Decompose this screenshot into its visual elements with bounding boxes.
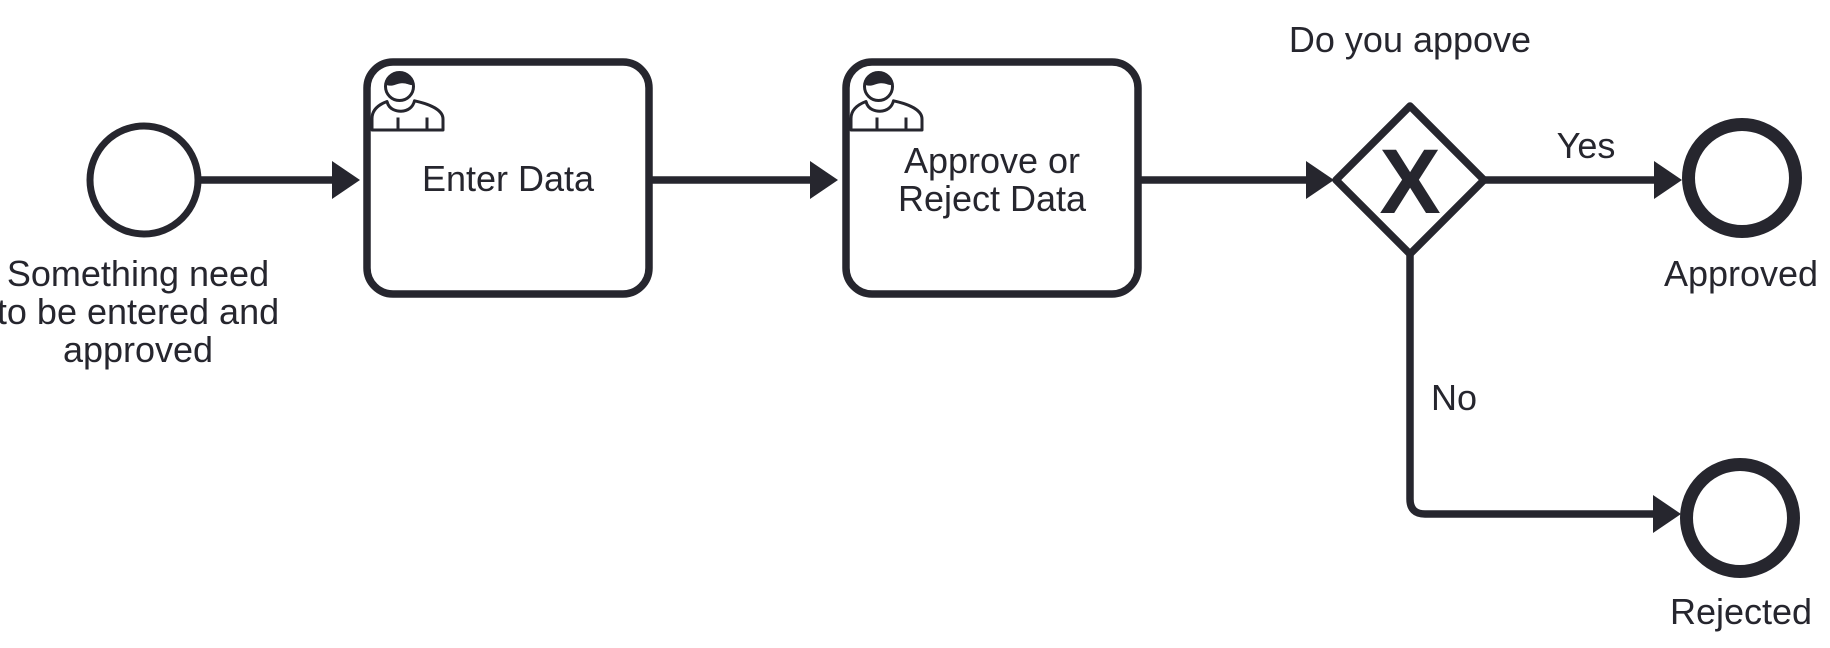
flow-label-no: No bbox=[1431, 377, 1477, 418]
flow-label-yes: Yes bbox=[1557, 125, 1616, 166]
task-enter-data[interactable]: Enter Data bbox=[363, 58, 653, 298]
task-approve-reject[interactable]: Approve or Reject Data bbox=[842, 58, 1142, 298]
end-event-approved-label: Approved bbox=[1664, 253, 1818, 294]
sequence-flow-no[interactable] bbox=[1406, 252, 1681, 533]
sequence-flow-yes[interactable] bbox=[1484, 161, 1682, 199]
start-event-label: Something need to be entered and approve… bbox=[0, 253, 279, 370]
sequence-flow-approve-to-gateway[interactable] bbox=[1140, 161, 1334, 199]
arrowhead-icon bbox=[332, 161, 360, 199]
svg-text:approved: approved bbox=[63, 329, 213, 370]
svg-text:Approve or: Approve or bbox=[904, 140, 1080, 181]
svg-text:Reject Data: Reject Data bbox=[898, 178, 1087, 219]
arrowhead-icon bbox=[1306, 161, 1334, 199]
end-event-rejected[interactable] bbox=[1680, 458, 1800, 578]
task-approve-reject-label: Approve or Reject Data bbox=[898, 140, 1087, 219]
exclusive-gateway[interactable]: X bbox=[1332, 102, 1488, 258]
arrowhead-icon bbox=[1653, 495, 1681, 533]
gateway-x-marker: X bbox=[1379, 131, 1440, 233]
task-enter-data-label: Enter Data bbox=[422, 158, 595, 199]
arrowhead-icon bbox=[1654, 161, 1682, 199]
svg-text:Something need: Something need bbox=[7, 253, 269, 294]
sequence-flow-start-to-enter-data[interactable] bbox=[201, 161, 360, 199]
end-event-approved[interactable] bbox=[1682, 118, 1802, 238]
start-event[interactable] bbox=[86, 122, 202, 238]
svg-text:to be entered and: to be entered and bbox=[0, 291, 279, 332]
gateway-label: Do you appove bbox=[1289, 19, 1531, 60]
arrowhead-icon bbox=[810, 161, 838, 199]
sequence-flow-enter-to-approve[interactable] bbox=[651, 161, 838, 199]
end-event-rejected-label: Rejected bbox=[1670, 591, 1812, 632]
